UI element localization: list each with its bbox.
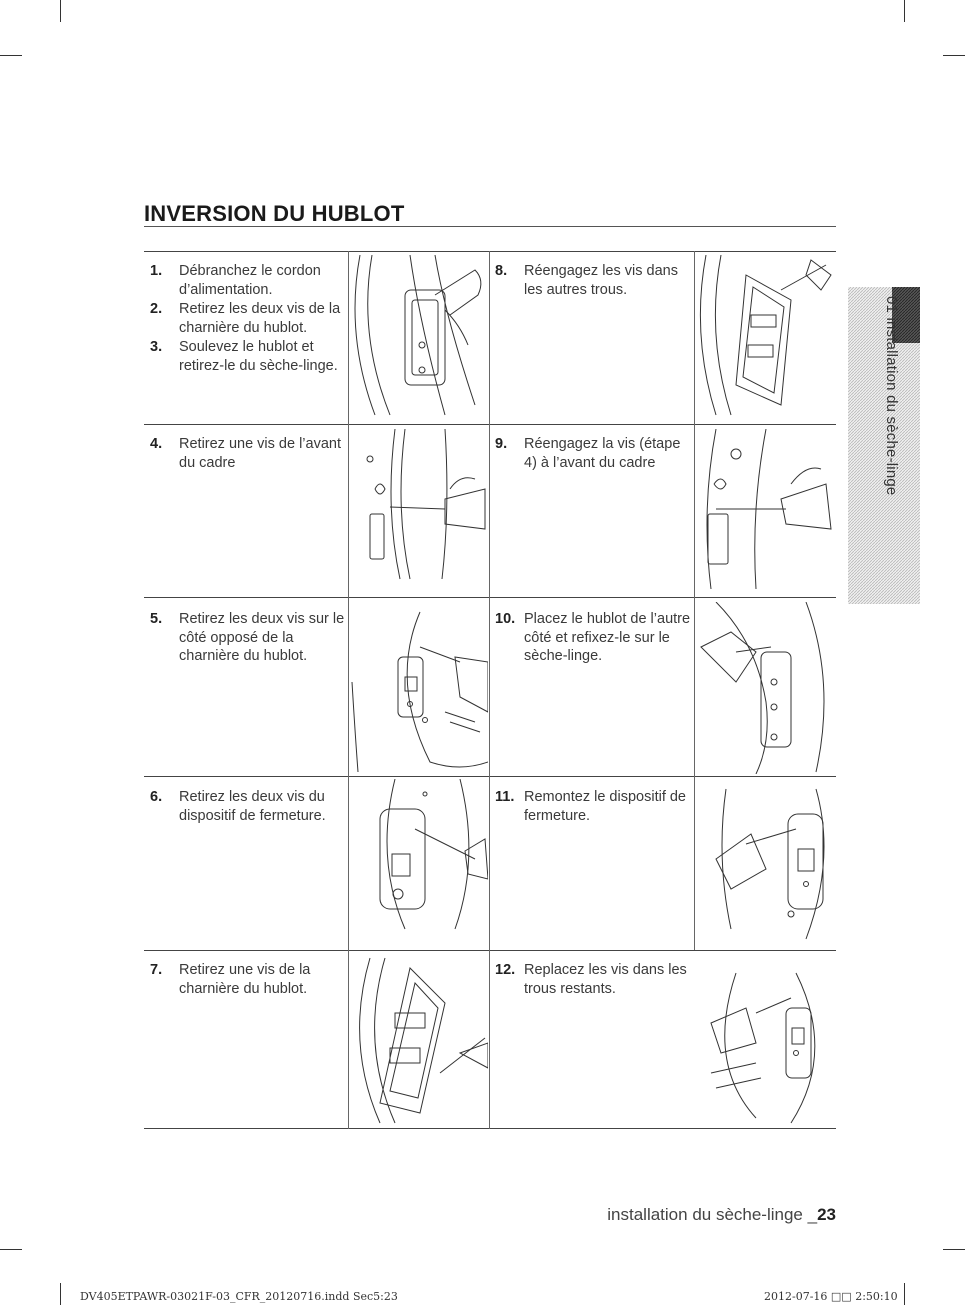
- step-3: 3. Soulevez le hublot et retirez-le du s…: [150, 339, 338, 374]
- illustration-reinstall-lock: [696, 779, 834, 948]
- step-12: 12. Replacez les vis dans les trous rest…: [495, 962, 687, 997]
- crop-mark: [943, 1249, 965, 1250]
- illustration-opposite-hinge: [350, 602, 488, 774]
- crop-mark: [60, 0, 61, 22]
- page-title: INVERSION DU HUBLOT: [144, 201, 405, 226]
- step-8: 8. Réengagez les vis dans les autres tro…: [495, 263, 678, 298]
- illustration-refix-hublot: [696, 602, 834, 774]
- print-slug-left: DV405ETPAWR-03021F-03_CFR_20120716.indd …: [80, 1290, 398, 1303]
- column-divider: [489, 251, 490, 1129]
- print-slug-right: 2012-07-16 □□ 2:50:10: [764, 1290, 898, 1303]
- crop-mark: [60, 1283, 61, 1305]
- row-divider: [144, 424, 836, 425]
- step-5: 5. Retirez les deux vis sur le côté oppo…: [150, 611, 345, 664]
- column-divider: [348, 251, 349, 1129]
- column-divider: [694, 251, 695, 950]
- step-6: 6. Retirez les deux vis du dispositif de…: [150, 789, 326, 824]
- crop-mark: [943, 55, 965, 56]
- crop-mark: [904, 1283, 905, 1305]
- step-11: 11. Remontez le dispositif de fermeture.: [495, 789, 686, 824]
- step-10: 10. Placez le hublot de l’autre côté et …: [495, 611, 691, 664]
- illustration-reengage-screws: [696, 255, 834, 422]
- page-number: 23: [817, 1205, 836, 1224]
- step-2: 2. Retirez les deux vis de la charnière …: [150, 301, 341, 336]
- row-divider: [144, 251, 836, 252]
- steps-grid: 1. Débranchez le cordon d’alimentation. …: [144, 251, 836, 1129]
- step-4: 4. Retirez une vis de l’avant du cadre: [150, 436, 341, 471]
- crop-mark: [0, 55, 22, 56]
- illustration-hinge-screw: [350, 953, 488, 1127]
- section-tab-label: 01 installation du sèche-linge: [883, 296, 900, 496]
- step-7: 7. Retirez une vis de la charnière du hu…: [150, 962, 311, 997]
- illustration-frame-screw: [350, 429, 488, 595]
- step-1: 1. Débranchez le cordon d’alimentation.: [150, 263, 321, 298]
- page-footer: installation du sèche-linge _23: [607, 1205, 836, 1224]
- step-9: 9. Réengagez la vis (étape 4) à l’avant …: [495, 436, 681, 471]
- illustration-hinge-removal: [350, 255, 488, 422]
- crop-mark: [0, 1249, 22, 1250]
- title-underline: [144, 226, 836, 227]
- row-divider: [144, 950, 836, 951]
- row-divider: [144, 776, 836, 777]
- illustration-reengage-frame-screw: [696, 429, 834, 595]
- crop-mark: [904, 0, 905, 22]
- illustration-replace-screws: [696, 953, 834, 1127]
- illustration-lock-device: [350, 779, 488, 948]
- section-tab: [848, 287, 920, 604]
- row-divider: [144, 1128, 836, 1129]
- row-divider: [144, 597, 836, 598]
